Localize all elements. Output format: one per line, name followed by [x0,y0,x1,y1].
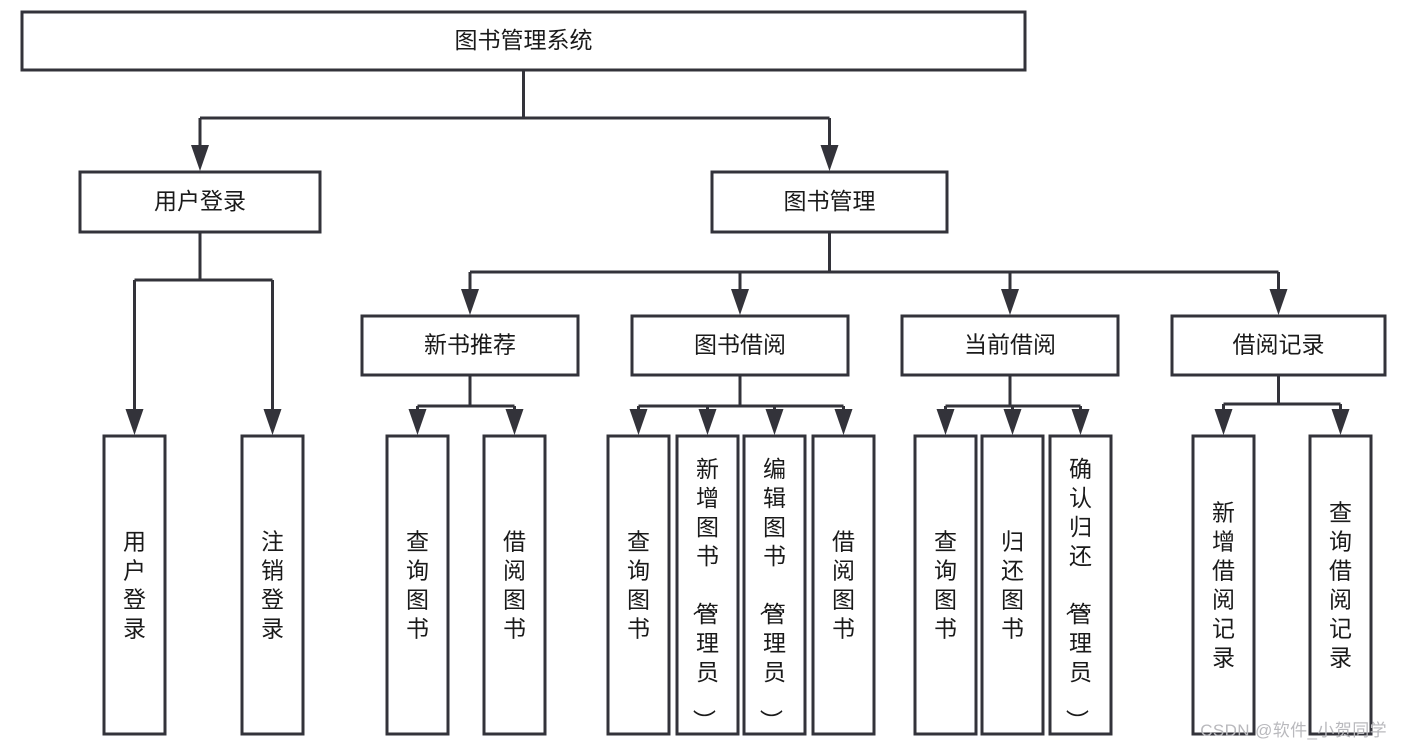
node-label: 查询图书 [406,529,429,642]
connector-group [125,232,282,435]
node-label: 编辑图书（管理员） [758,456,786,732]
node-l-query-book-3[interactable]: 查询图书 [913,434,978,736]
node-label: 新书推荐 [424,332,516,358]
node-l-borrow-book-2[interactable]: 借阅图书 [811,434,876,736]
arrow-head-icon [505,409,524,435]
arrow-head-icon [1331,409,1350,435]
arrow-head-icon [125,409,144,435]
node-box[interactable] [980,434,1045,736]
node-n-book-mgmt[interactable]: 图书管理 [710,170,949,234]
node-l-add-record[interactable]: 新增借阅记录 [1191,434,1256,736]
node-label: 用户登录 [154,188,246,214]
node-n-new-rec[interactable]: 新书推荐 [360,314,580,377]
node-n-record[interactable]: 借阅记录 [1170,314,1387,377]
connector-group [936,375,1090,435]
node-box[interactable] [1048,434,1113,736]
arrow-head-icon [936,409,955,435]
node-box[interactable] [102,434,167,736]
arrow-head-icon [765,409,784,435]
node-l-borrow-book-1[interactable]: 借阅图书 [482,434,547,736]
connector-group [1214,375,1350,435]
node-box[interactable] [710,170,949,234]
node-label: 新增图书（管理员） [691,456,719,732]
node-l-query-book-1[interactable]: 查询图书 [385,434,450,736]
node-l-edit-book[interactable]: 编辑图书（管理员） [742,434,807,736]
node-n-user-login[interactable]: 用户登录 [78,170,322,234]
connector-group [461,232,1288,315]
arrow-head-icon [1001,289,1019,315]
node-label: 借阅图书 [503,529,526,642]
node-label: 当前借阅 [964,332,1056,358]
node-l-confirm-return[interactable]: 确认归还（管理员） [1048,434,1113,736]
node-box[interactable] [742,434,807,736]
arrow-head-icon [263,409,282,435]
node-box[interactable] [675,434,740,736]
arrow-head-icon [698,409,717,435]
node-l-query-record[interactable]: 查询借阅记录 [1308,434,1373,736]
node-label: 图书借阅 [694,332,786,358]
arrow-head-icon [820,145,839,171]
node-label: 查询图书 [627,529,650,642]
node-box[interactable] [20,10,1027,72]
connector-group [191,70,839,171]
node-label: 确认归还（管理员） [1064,456,1092,732]
node-label: 新增借阅记录 [1212,500,1235,671]
node-label: 图书管理 [784,188,876,214]
arrow-head-icon [461,289,479,315]
node-l-return-book[interactable]: 归还图书 [980,434,1045,736]
node-label: 归还图书 [1001,529,1024,642]
node-box[interactable] [385,434,450,736]
node-label: 查询借阅记录 [1329,500,1352,671]
node-box[interactable] [482,434,547,736]
node-box[interactable] [240,434,305,736]
node-l-add-book[interactable]: 新增图书（管理员） [675,434,740,736]
arrow-head-icon [1269,289,1288,315]
arrow-head-icon [731,289,749,315]
arrow-head-icon [834,409,853,435]
node-box[interactable] [360,314,580,377]
node-l-user-login[interactable]: 用户登录 [102,434,167,736]
node-root[interactable]: 图书管理系统 [20,10,1027,72]
node-n-borrow[interactable]: 图书借阅 [630,314,850,377]
arrow-head-icon [629,409,648,435]
node-l-logout[interactable]: 注销登录 [240,434,305,736]
node-box[interactable] [1308,434,1373,736]
arrow-head-icon [1003,409,1022,435]
node-label: 查询图书 [934,529,957,642]
node-label: 借阅记录 [1233,332,1325,358]
nodes-layer: 图书管理系统用户登录图书管理新书推荐图书借阅当前借阅借阅记录用户登录注销登录查询… [20,10,1387,736]
node-l-query-book-2[interactable]: 查询图书 [606,434,671,736]
connector-group [408,375,524,435]
connector-group [629,375,853,435]
node-n-current[interactable]: 当前借阅 [900,314,1120,377]
connectors-layer [125,70,1350,435]
arrow-head-icon [1071,409,1090,435]
node-label: 用户登录 [123,529,146,642]
node-box[interactable] [913,434,978,736]
arrow-head-icon [1214,409,1233,435]
node-label: 图书管理系统 [455,27,593,53]
node-box[interactable] [630,314,850,377]
node-box[interactable] [606,434,671,736]
node-box[interactable] [811,434,876,736]
node-label: 注销登录 [261,529,284,642]
node-box[interactable] [78,170,322,234]
arrow-head-icon [408,409,427,435]
arrow-head-icon [191,145,209,171]
node-label: 借阅图书 [832,529,855,642]
csdn-watermark: CSDN @软件_小贺同学 [1200,721,1387,740]
node-box[interactable] [1191,434,1256,736]
node-box[interactable] [900,314,1120,377]
node-box[interactable] [1170,314,1387,377]
